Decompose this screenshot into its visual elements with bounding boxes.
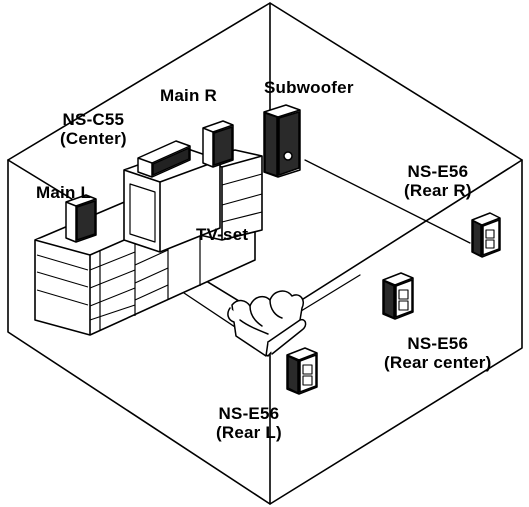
rear-center-speaker [382, 272, 414, 320]
label-main-r: Main R [160, 86, 217, 105]
label-tv-set: TV-set [196, 225, 248, 244]
armchair-drawing [227, 290, 307, 357]
main-r-speaker [202, 120, 234, 168]
rear-center-label-position: (Rear center) [384, 353, 492, 372]
tv-set-label: TV-set [196, 225, 249, 244]
rear-l-label-position: (Rear L) [216, 423, 282, 442]
subwoofer-drawing [263, 104, 301, 178]
center-label-model: NS-C55 [62, 110, 125, 129]
label-rear-l: NS-E56 (Rear L) [216, 404, 282, 442]
center-label-position: (Center) [60, 129, 127, 148]
rear-r-speaker [471, 212, 501, 258]
rear-r-label-position: (Rear R) [404, 181, 472, 200]
label-subwoofer: Subwoofer [264, 78, 354, 97]
rear-center-label-model: NS-E56 [407, 334, 469, 353]
label-rear-r: NS-E56 (Rear R) [404, 162, 472, 200]
rear-l-label-model: NS-E56 [218, 404, 280, 423]
subwoofer-label: Subwoofer [264, 78, 354, 97]
label-rear-center: NS-E56 (Rear center) [384, 334, 491, 372]
main-l-speaker [65, 194, 97, 243]
label-center: NS-C55 (Center) [60, 110, 127, 148]
main-r-label: Main R [160, 86, 217, 105]
label-main-l: Main L [36, 183, 91, 202]
main-l-label: Main L [36, 183, 92, 202]
rear-r-label-model: NS-E56 [407, 162, 469, 181]
center-speaker [137, 140, 191, 178]
rear-l-speaker [286, 347, 318, 395]
